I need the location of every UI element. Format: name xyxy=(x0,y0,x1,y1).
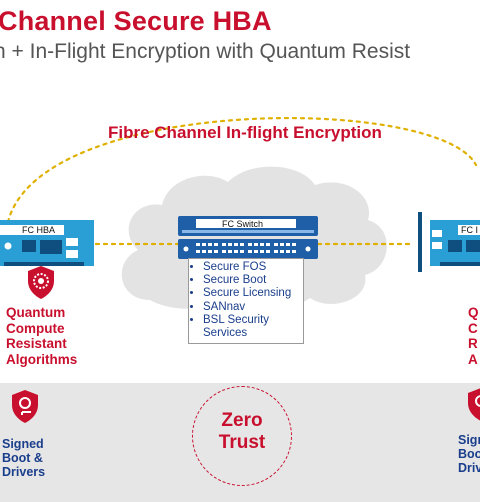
zero-trust-circle xyxy=(192,386,292,486)
shield-key-icon xyxy=(12,390,38,423)
page-subtitle: n + In-Flight Encryption with Quantum Re… xyxy=(0,40,411,63)
encryption-arc xyxy=(6,117,478,224)
switch-features-box: Secure FOS Secure Boot Secure Licensing … xyxy=(188,258,304,344)
feature-item: Secure Licensing xyxy=(203,287,303,300)
switch-label: FC Switch xyxy=(222,219,264,229)
left-algorithms-label: Quantum Compute Resistant Algorithms xyxy=(6,305,78,367)
left-signed-label: Signed Boot & Drivers xyxy=(2,437,46,479)
feature-item: Secure FOS xyxy=(203,261,303,274)
page-title: Channel Secure HBA xyxy=(0,6,272,36)
right-signed-label: Sign Boo Drive xyxy=(458,433,480,475)
left-hba-label: FC HBA xyxy=(22,225,56,235)
feature-item: BSL Security Services xyxy=(203,314,303,340)
zero-trust-label: Zero Trust xyxy=(218,410,266,453)
feature-item: SANnav xyxy=(203,301,303,314)
right-hba-card xyxy=(418,212,480,272)
feature-item: Secure Boot xyxy=(203,274,303,287)
shield-key-icon-right xyxy=(468,388,480,421)
right-algorithms-label: Q C R A xyxy=(468,305,479,367)
fc-switch-bottom xyxy=(178,239,318,259)
shield-gear-icon xyxy=(28,266,54,299)
cloud-shape xyxy=(121,166,387,309)
right-hba-label: FC I xyxy=(461,225,478,235)
fc-switch-top xyxy=(178,216,318,236)
left-hba-card xyxy=(0,220,94,266)
link-label: Fibre Channel In-flight Encryption xyxy=(108,123,382,142)
